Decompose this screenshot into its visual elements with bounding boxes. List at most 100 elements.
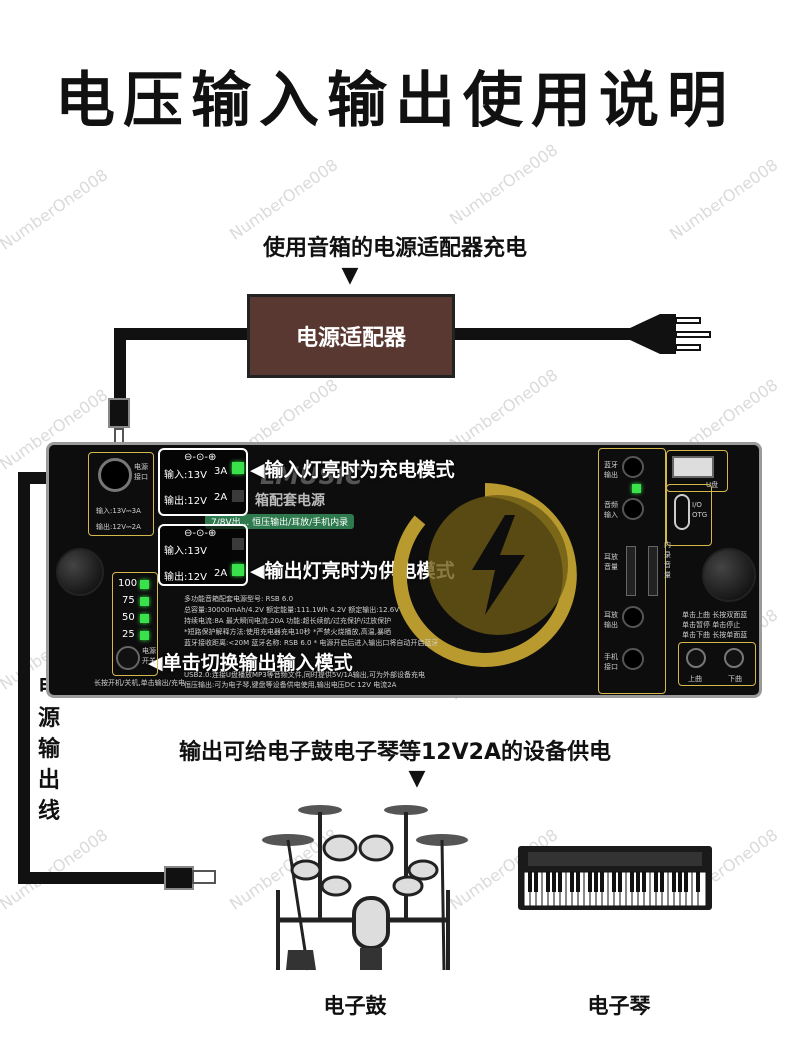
control-hint: 单击暂停 单击停止 (682, 621, 741, 629)
battery-level: 25 (122, 629, 135, 640)
brand-logo: LMUSIC (260, 462, 363, 490)
control-block (678, 642, 756, 686)
usb-block (666, 450, 728, 492)
toggle-callout-text: 单击切换输出输入模式 (162, 652, 353, 674)
output-indicator-box (158, 524, 248, 586)
audio-in-jack[interactable] (622, 498, 644, 520)
io-label: 手机接口 (604, 653, 618, 671)
panel-subtitle: 箱配套电源 (255, 493, 325, 509)
vertical-char: 输 (37, 737, 60, 762)
spec-line: 恒压输出:可为电子琴,键盘等设备供电使用,输出电压DC 12V 电流2A (184, 681, 397, 689)
output-spec: 输出:12V⎓2A (96, 523, 141, 531)
toggle-callout: ◀单击切换输出输入模式 (148, 652, 353, 674)
io-column (598, 448, 666, 694)
input-spec: 输入:13V⎓3A (96, 507, 141, 515)
input-row-amp: 3A (214, 466, 228, 477)
page-title: 电压输入输出使用说明 (55, 66, 735, 136)
volume-knob[interactable] (56, 548, 104, 596)
io-label: 音频输入 (604, 501, 618, 519)
prev-label: 上曲 (688, 675, 702, 683)
jack-label: 电源接口 (134, 463, 148, 481)
down-arrow-icon: ▼ (408, 766, 426, 791)
spec-line: 总容量:30000mAh/4.2V 额定能量:111.1Wh 4.2V 额定输出… (184, 606, 400, 614)
supply-caption: 输出可给电子鼓电子琴等12V2A的设备供电 (179, 740, 611, 765)
output-led (232, 564, 244, 576)
usb-label: U盘 (706, 481, 719, 489)
typec-port[interactable] (674, 494, 690, 530)
battery-led (140, 631, 149, 640)
output-row-amp: 2A (214, 492, 228, 503)
watermark: NumberOne008 (446, 140, 562, 229)
usb-port[interactable] (672, 456, 714, 478)
output-row-amp: 2A (214, 568, 228, 579)
battery-block (112, 572, 158, 676)
io-label: 耳放输出 (604, 611, 618, 629)
keyboard-label: 电子琴 (587, 994, 651, 1018)
mains-cable (454, 328, 634, 340)
power-jack-block (88, 452, 154, 536)
input-row-label: 输入:13V (164, 470, 207, 481)
record-volume-slider[interactable] (648, 546, 658, 596)
adapter-cable (118, 328, 250, 340)
input-callout: ◀输入灯亮时为充电模式 (250, 459, 455, 481)
input-indicator-box (158, 448, 248, 516)
input-row-label: 输入:13V (164, 546, 207, 557)
power-button-label: 电源开关 (142, 647, 156, 665)
output-plug-end-tip (192, 870, 216, 884)
dc-plug (108, 398, 130, 428)
drum-label: 电子鼓 (323, 994, 387, 1018)
input-led (232, 462, 244, 474)
battery-level: 75 (122, 595, 135, 606)
output-cable (18, 872, 168, 884)
spec-line: USB2.0:连接U盘播放MP3等音频文件,同时提供5V/1A输出,可为外部设备… (184, 671, 425, 679)
vertical-char: 源 (37, 706, 60, 731)
headphone-jack[interactable] (622, 606, 644, 628)
spec-line: 持续电流:8A 最大瞬间电流:20A 功能:超长续航/过充保护/过放保护 (184, 617, 392, 625)
typec-block (666, 484, 712, 546)
output-cable-label: 电 源 输 出 线 (34, 672, 64, 827)
output-row-label: 输出:12V (164, 572, 207, 583)
right-knob[interactable] (702, 548, 756, 602)
lightning-logo-icon (392, 483, 577, 667)
io-label: 蓝牙输出 (604, 461, 618, 479)
watermark: NumberOne008 (446, 365, 562, 454)
charge-caption: 使用音箱的电源适配器充电 (262, 236, 527, 261)
power-jack[interactable] (98, 458, 132, 492)
dc-icon: ⊖-⊙-⊕ (184, 528, 217, 539)
dc-icon: ⊖-⊙-⊕ (184, 452, 217, 463)
model-text: 多功能音箱配套电源型号: RSB 6.0 (184, 595, 294, 603)
bluetooth-jack[interactable] (622, 456, 644, 478)
next-label: 下曲 (728, 675, 742, 683)
spec-line: 蓝牙接收距离:<20M 蓝牙名称: RSB 6.0 * 电源开启后进入输出口将自… (184, 639, 439, 647)
control-hint: 单击上曲 长按双面蓝 (682, 611, 748, 619)
internal-label: 内录音量 (664, 541, 671, 579)
power-button[interactable] (116, 646, 140, 670)
vertical-char: 线 (37, 799, 60, 824)
drum-kit-icon (262, 805, 468, 971)
prev-button[interactable] (686, 648, 706, 668)
next-button[interactable] (724, 648, 744, 668)
down-arrow-icon: ▼ (341, 263, 359, 288)
panel-bottom-note: 长按开机/关机,单击输出/充电 (94, 679, 185, 687)
vertical-char: 出 (37, 768, 60, 793)
bluetooth-led (632, 484, 641, 493)
watermark: NumberOne008 (0, 825, 112, 914)
adapter-cable (114, 328, 126, 400)
input-callout-text: 输入灯亮时为充电模式 (264, 459, 455, 481)
output-row-label: 输出:12V (164, 496, 207, 507)
output-led-off (232, 490, 244, 502)
keyboard-icon (518, 846, 712, 910)
battery-level: 50 (122, 612, 135, 623)
control-hint: 单击下曲 长按单面蓝 (682, 631, 748, 639)
power-adapter: 电源适配器 (247, 294, 455, 378)
output-plug-end (164, 866, 194, 890)
mains-plug-icon (630, 314, 711, 354)
input-led-off (232, 538, 244, 550)
battery-led (140, 614, 149, 623)
io-label: 耳放音量 (604, 553, 618, 571)
headphone-volume-slider[interactable] (626, 546, 636, 596)
output-cable (18, 472, 30, 884)
battery-led (140, 580, 149, 589)
spec-line: *短路保护解释方法:使用充电器充电10秒 *严禁火烧播放,高温,暴晒 (184, 628, 391, 636)
phone-jack[interactable] (622, 648, 644, 670)
